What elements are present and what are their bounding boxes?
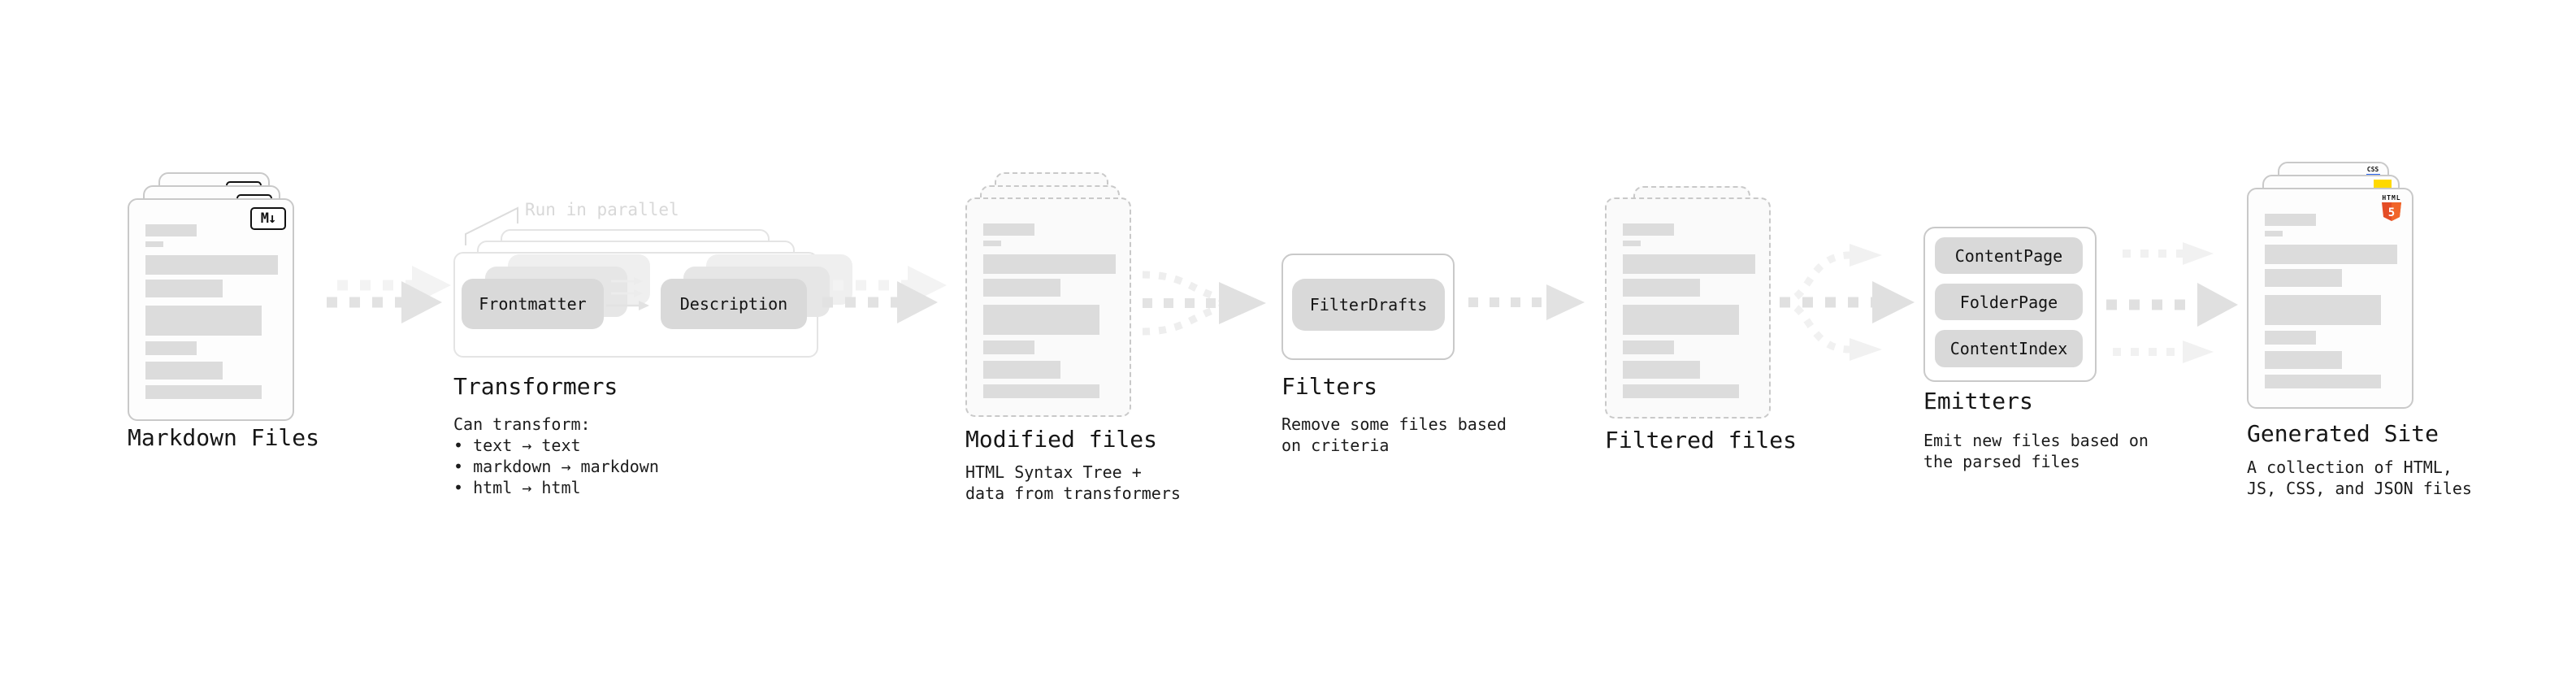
stage-label-transformers: Transformers: [453, 373, 618, 400]
text-line-bar: [2265, 331, 2316, 345]
html-file-card: HTML 5: [2247, 188, 2413, 409]
filtered-file-card-front: [1605, 197, 1771, 419]
markdown-icon: M↓: [250, 207, 286, 230]
text-line-bar: [1623, 340, 1674, 354]
stage-label-generated-site: Generated Site: [2247, 420, 2439, 447]
css-badge-label: CSS: [2366, 166, 2379, 173]
text-line-bar: [2265, 214, 2316, 226]
html5-logo-icon: HTML 5: [2379, 194, 2404, 222]
text-line-bar: [145, 255, 278, 275]
text-line-bar: [1623, 305, 1739, 335]
text-line-bar: [145, 280, 223, 297]
modified-file-card-front: [965, 197, 1131, 417]
markdown-file-card-front: M↓: [128, 198, 294, 421]
text-line-bar: [1623, 254, 1755, 274]
text-line-bar: [1623, 223, 1674, 236]
placeholder-text-lines: [2265, 214, 2399, 394]
stage-label-filtered-files: Filtered files: [1605, 427, 1798, 453]
text-line-bar: [2265, 295, 2381, 325]
text-line-bar: [145, 306, 262, 336]
generated-site-description: A collection of HTML, JS, CSS, and JSON …: [2247, 458, 2472, 498]
text-line-bar: [983, 340, 1034, 354]
text-line-bar: [1623, 361, 1700, 379]
text-line-bar: [983, 241, 1001, 246]
transformers-description: Can transform: • text → text • markdown …: [453, 414, 659, 497]
note-leader-line: [465, 206, 518, 245]
flow-arrow-markdown-to-transformers: [327, 266, 451, 323]
text-line-bar: [2265, 351, 2342, 369]
flow-arrows-emitters-to-site: [2106, 242, 2238, 363]
text-line-bar: [2265, 375, 2381, 388]
stage-label-emitters: Emitters: [1923, 388, 2033, 414]
filters-description: Remove some files based on criteria: [1281, 414, 1507, 455]
frontmatter-pill: Frontmatter: [462, 279, 604, 329]
placeholder-text-lines: [983, 223, 1117, 402]
contentpage-pill: ContentPage: [1935, 237, 2083, 274]
text-line-bar: [2265, 245, 2397, 264]
stage-label-markdown-files: Markdown Files: [128, 424, 320, 451]
js-badge: [2374, 180, 2392, 190]
parallel-arrows-icon: [606, 277, 649, 310]
text-line-bar: [983, 223, 1034, 236]
text-line-bar: [983, 384, 1099, 398]
html5-shield-icon: 5: [2382, 202, 2401, 221]
text-line-bar: [2265, 231, 2283, 236]
text-line-bar: [145, 241, 163, 247]
flow-arrow-fanout-to-emitters: [1780, 244, 1915, 361]
stage-label-filters: Filters: [1281, 373, 1378, 400]
flow-arrow-converge-to-filters: [1142, 271, 1266, 336]
modified-files-description: HTML Syntax Tree + data from transformer…: [965, 462, 1181, 503]
text-line-bar: [1623, 279, 1700, 297]
run-in-parallel-note: Run in parallel: [525, 200, 679, 219]
text-line-bar: [983, 305, 1099, 335]
text-line-bar: [1623, 384, 1739, 398]
contentindex-pill: ContentIndex: [1935, 330, 2083, 367]
text-line-bar: [145, 385, 262, 399]
html5-logo-text: HTML: [2382, 194, 2401, 202]
placeholder-text-lines: [1623, 223, 1756, 404]
text-line-bar: [145, 362, 223, 380]
emitters-description: Emit new files based on the parsed files: [1923, 431, 2149, 471]
text-line-bar: [983, 279, 1060, 297]
text-line-bar: [983, 254, 1116, 274]
text-line-bar: [145, 341, 197, 355]
stage-label-modified-files: Modified files: [965, 426, 1158, 453]
folderpage-pill: FolderPage: [1935, 284, 2083, 320]
flow-arrow-transformers-to-modified: [822, 266, 947, 323]
description-pill: Description: [661, 279, 807, 329]
text-line-bar: [983, 361, 1060, 379]
placeholder-text-lines: [145, 224, 280, 406]
text-line-bar: [145, 224, 197, 236]
filterdrafts-pill: FilterDrafts: [1292, 279, 1445, 331]
svg-text:5: 5: [2388, 206, 2395, 219]
text-line-bar: [1623, 241, 1641, 246]
flow-arrow-filters-to-filtered: [1468, 284, 1585, 320]
text-line-bar: [2265, 269, 2342, 287]
